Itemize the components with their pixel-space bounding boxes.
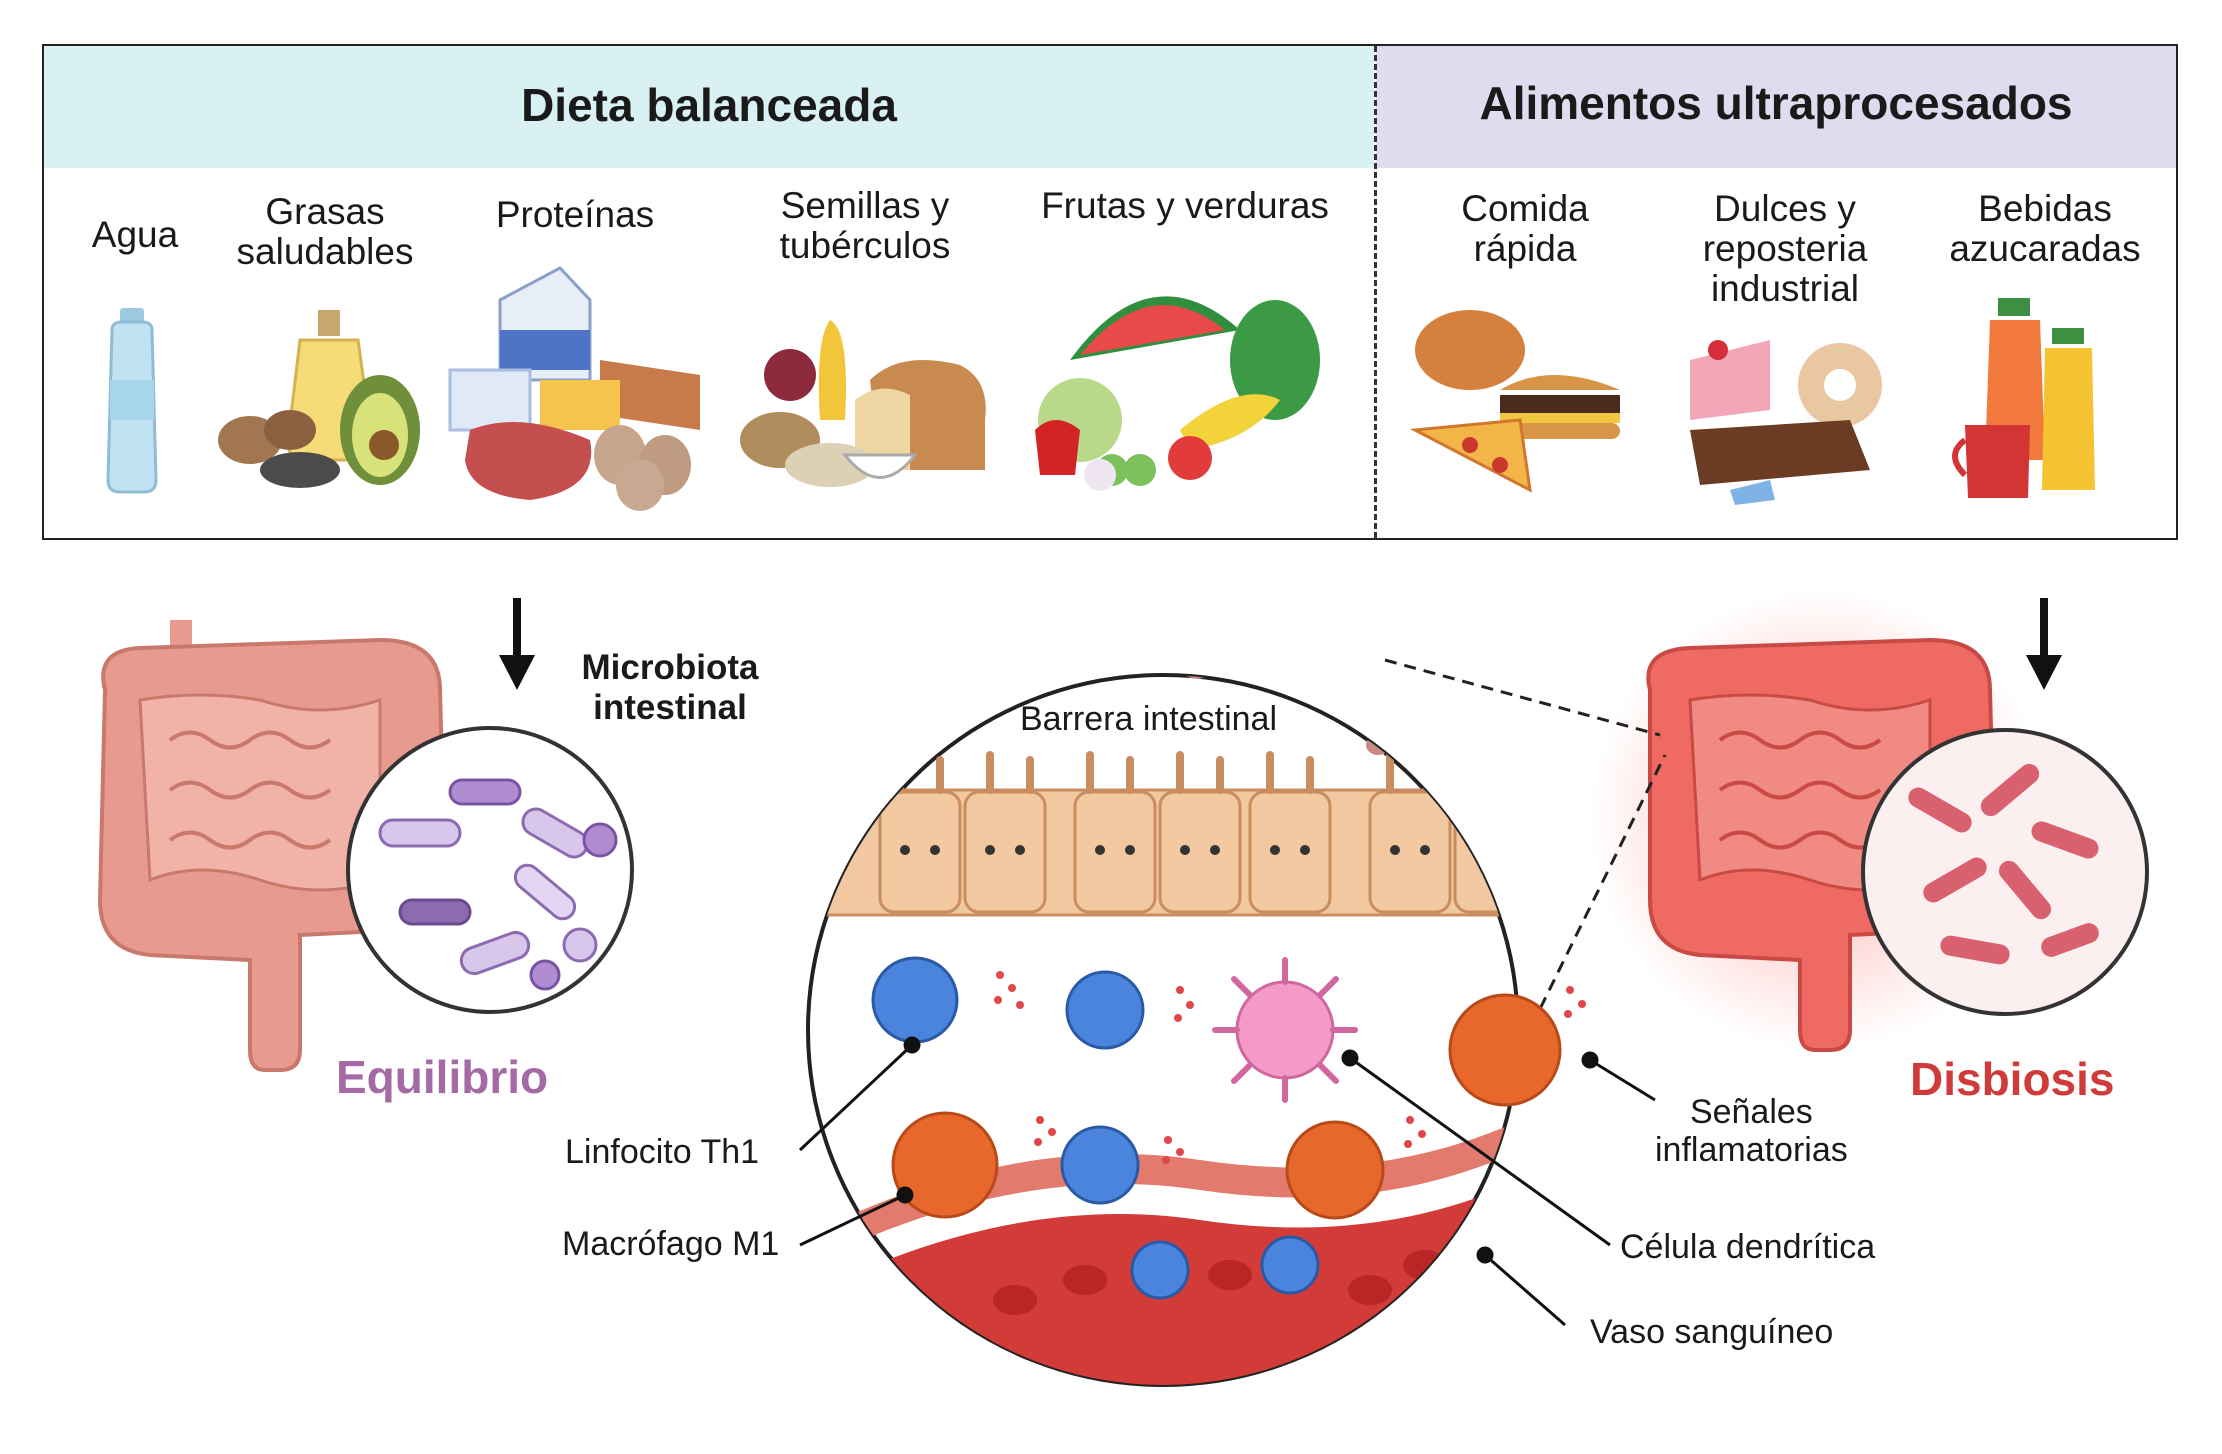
- panel-divider: [1374, 46, 1377, 538]
- signals-label: Señales inflamatorias: [1655, 1093, 1848, 1169]
- m1-macrophage-cells: [891, 993, 1562, 1220]
- intestinal-detail-circle: [806, 673, 1586, 1387]
- balanced-title: Dieta balanceada: [521, 79, 897, 131]
- disbiosis-label: Disbiosis: [1910, 1053, 2115, 1105]
- barrier-label: Barrera intestinal: [1020, 700, 1278, 738]
- ultra-header: [1376, 46, 2176, 168]
- dendritic-label: Célula dendrítica: [1620, 1228, 1876, 1266]
- sugary-drinks-icon: [1952, 298, 2095, 498]
- fast-food-icon: [1409, 310, 1620, 493]
- vessel-label: Vaso sanguíneo: [1590, 1313, 1834, 1351]
- inflammatory-signal-dots: [994, 971, 1586, 1164]
- balanced-microbiota-circle: [346, 726, 634, 1014]
- balanced-header: [44, 46, 1374, 168]
- th1-label: Linfocito Th1: [565, 1133, 760, 1171]
- grains-bread-icon: [740, 320, 986, 487]
- healthy-intestine-icon: [97, 620, 448, 1072]
- callout-lines: [798, 1036, 1656, 1327]
- dendritic-cell: [1212, 957, 1358, 1103]
- fruits-vegetables-icon: [1035, 296, 1320, 491]
- down-arrow-right-icon: [2026, 598, 2062, 690]
- food-label-semillas: Semillas y tubérculos: [779, 185, 951, 266]
- down-arrow-left-icon: [499, 598, 535, 690]
- zoom-line-top: [1384, 658, 1661, 737]
- epithelial-cells: [878, 790, 1518, 914]
- food-label-comida: Comida rápida: [1461, 188, 1589, 269]
- ultra-title: Alimentos ultraprocesados: [1479, 77, 2073, 129]
- microbiota-label: Microbiota intestinal: [581, 648, 759, 727]
- food-label-grasas: Grasas saludables: [236, 191, 414, 272]
- m1-label: Macrófago M1: [562, 1225, 780, 1263]
- food-label-agua: Agua: [91, 214, 179, 255]
- dysbiosis-microbiota-circle: [1861, 728, 2149, 1016]
- water-bottle-icon: [106, 308, 158, 494]
- sweets-icon: [1690, 340, 1882, 505]
- equilibrio-label: Equilibrio: [336, 1051, 549, 1103]
- food-label-proteinas: Proteínas: [495, 194, 655, 235]
- th1-lymphocyte-cells: [871, 956, 1320, 1300]
- food-panel: [42, 44, 2178, 540]
- food-label-bebidas: Bebidas azucaradas: [1949, 188, 2141, 269]
- food-label-dulces: Dulces y reposteria industrial: [1702, 188, 1868, 309]
- food-label-frutas: Frutas y verduras: [1041, 185, 1329, 226]
- milk-meat-eggs-icon: [448, 266, 700, 511]
- oil-avocado-nuts-icon: [218, 310, 420, 488]
